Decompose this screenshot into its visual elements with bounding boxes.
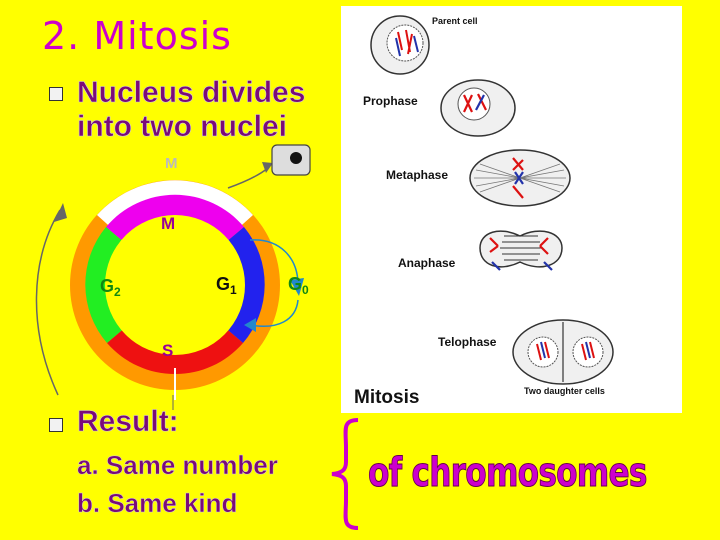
parent-nucleus xyxy=(387,25,423,61)
cycle-arrowhead xyxy=(54,203,67,222)
m-phase-label: M xyxy=(161,214,175,233)
result-item-b: b. Same kind xyxy=(77,488,237,519)
mitosis-stages-illustration xyxy=(341,6,682,413)
bullet-2-line-1: Result: xyxy=(77,405,179,439)
mitosis-stages-panel: Parent cell Prophase Metaphase Anaphase … xyxy=(341,6,682,413)
panel-caption: Mitosis xyxy=(354,387,419,409)
bullet-icon xyxy=(49,418,63,432)
parent-cell-label: Parent cell xyxy=(432,16,478,26)
daughter-cells-label: Two daughter cells xyxy=(524,386,605,396)
s-phase-label: S xyxy=(162,341,173,360)
prophase-label: Prophase xyxy=(363,94,418,108)
conclusion-text: of chromosomes xyxy=(368,450,647,496)
g0-phase-label: G0 xyxy=(288,274,309,297)
telophase-label: Telophase xyxy=(438,335,496,349)
result-item-a: a. Same number xyxy=(77,450,278,481)
anaphase-label: Anaphase xyxy=(398,256,455,270)
metaphase-label: Metaphase xyxy=(386,168,448,182)
bullet-icon xyxy=(49,87,63,101)
cycle-top-label: M xyxy=(165,155,178,172)
brace xyxy=(322,418,362,530)
cell-cycle-diagram: M M G2 G1 G0 S xyxy=(30,140,330,410)
bullet-1-line-1: Nucleus divides xyxy=(77,76,305,110)
bullet-1-line-2: into two nuclei xyxy=(77,110,287,144)
cycle-direction-arrow xyxy=(36,210,60,395)
small-cell-nucleus xyxy=(290,152,302,164)
prophase-nucleus xyxy=(458,88,490,120)
slide-title: 2. Mitosis xyxy=(42,14,232,58)
cell-arrow xyxy=(228,168,268,188)
brace-path xyxy=(332,420,358,528)
